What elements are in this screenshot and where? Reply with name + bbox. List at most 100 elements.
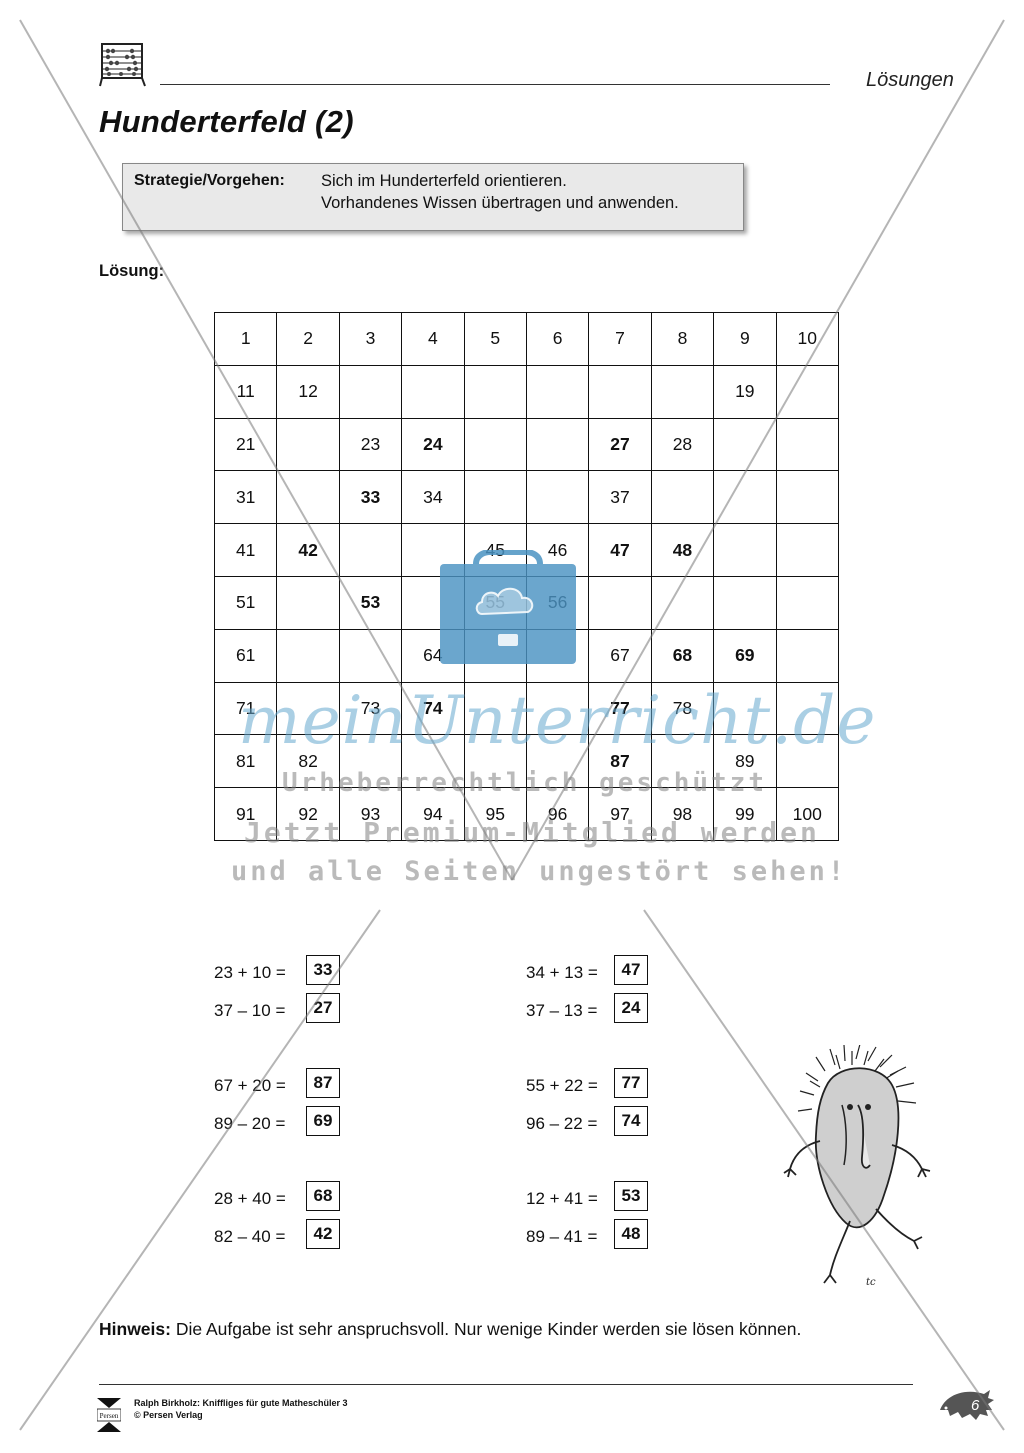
- section-tag: Lösungen: [866, 69, 954, 91]
- grid-cell: 10: [775, 312, 839, 366]
- grid-cell: [525, 470, 590, 525]
- grid-cell: [276, 417, 340, 472]
- grid-cell: [338, 628, 403, 683]
- grid-cell: [276, 470, 340, 525]
- grid-cell: [650, 470, 715, 525]
- page-number: 6: [971, 1397, 980, 1414]
- grid-cell: 7: [588, 312, 652, 366]
- grid-cell: 41: [213, 523, 278, 577]
- hint-note: Hinweis: Die Aufgabe ist sehr anspruchsv…: [99, 1319, 801, 1340]
- svg-text:tc: tc: [866, 1277, 876, 1288]
- abacus-icon: [99, 42, 147, 88]
- grid-cell: 8: [650, 312, 715, 366]
- grid-cell: [588, 575, 652, 630]
- grid-cell: [525, 364, 590, 419]
- grid-cell: 47: [588, 523, 652, 577]
- grid-cell: 34: [401, 470, 465, 525]
- footer-book-title: Ralph Birkholz: Kniffliges für gute Math…: [134, 1398, 348, 1408]
- equation-expression: 89 – 41 =: [526, 1227, 598, 1246]
- grid-cell: 4: [401, 312, 465, 366]
- hedgehog-illustration: tc: [780, 1043, 950, 1290]
- grid-cell: 6: [525, 312, 590, 366]
- grid-cell: [463, 470, 527, 525]
- grid-cell: [650, 364, 715, 419]
- grid-cell: [775, 364, 839, 419]
- page-title: Hunderterfeld (2): [99, 104, 354, 139]
- strategy-label: Strategie/Vorgehen:: [134, 172, 285, 189]
- watermark-brand: meinUnterricht.de: [238, 682, 877, 759]
- grid-cell: [775, 523, 839, 577]
- hint-text: Die Aufgabe ist sehr anspruchsvoll. Nur …: [170, 1319, 802, 1339]
- grid-cell: [775, 628, 839, 683]
- grid-cell: [338, 364, 403, 419]
- grid-cell: [775, 417, 839, 472]
- grid-cell: [775, 470, 839, 525]
- answer-box: 48: [614, 1219, 648, 1249]
- answer-box: 77: [614, 1068, 648, 1098]
- grid-cell: 61: [213, 628, 278, 683]
- grid-cell: [713, 470, 777, 525]
- equation-expression: 23 + 10 =: [214, 963, 286, 982]
- grid-cell: 24: [401, 417, 465, 472]
- equation-expression: 12 + 41 =: [526, 1189, 598, 1208]
- watermark-bag-icon: [438, 549, 578, 670]
- grid-cell: [525, 417, 590, 472]
- grid-cell: [650, 575, 715, 630]
- answer-box: 47: [614, 955, 648, 985]
- header-rule: [160, 84, 830, 85]
- grid-cell: [401, 364, 465, 419]
- equation-expression: 82 – 40 =: [214, 1227, 286, 1246]
- grid-cell: [463, 364, 527, 419]
- grid-cell: 3: [338, 312, 403, 366]
- answer-box: 68: [306, 1181, 340, 1211]
- grid-cell: 51: [213, 575, 278, 630]
- grid-cell: 53: [338, 575, 403, 630]
- strategy-text-line2: Vorhandenes Wissen übertragen und anwend…: [321, 194, 679, 212]
- strategy-box: Strategie/Vorgehen: Sich im Hunderterfel…: [122, 163, 744, 231]
- grid-cell: 9: [713, 312, 777, 366]
- grid-cell: 5: [463, 312, 527, 366]
- grid-cell: [276, 628, 340, 683]
- grid-cell: 12: [276, 364, 340, 419]
- footer-copyright: © Persen Verlag: [134, 1410, 203, 1420]
- grid-cell: 11: [213, 364, 278, 419]
- grid-cell: 42: [276, 523, 340, 577]
- publisher-logo: Persen: [96, 1398, 122, 1432]
- equation-expression: 89 – 20 =: [214, 1114, 286, 1133]
- equation-expression: 37 – 13 =: [526, 1001, 598, 1020]
- grid-cell: 28: [650, 417, 715, 472]
- publisher-logo-text: Persen: [100, 1412, 119, 1420]
- grid-cell: 31: [213, 470, 278, 525]
- answer-box: 69: [306, 1106, 340, 1136]
- answer-box: 42: [306, 1219, 340, 1249]
- equation-expression: 34 + 13 =: [526, 963, 598, 982]
- grid-cell: [713, 523, 777, 577]
- grid-cell: 37: [588, 470, 652, 525]
- equation-expression: 55 + 22 =: [526, 1076, 598, 1095]
- answer-box: 53: [614, 1181, 648, 1211]
- answer-box: 27: [306, 993, 340, 1023]
- grid-cell: [276, 575, 340, 630]
- equation-expression: 37 – 10 =: [214, 1001, 286, 1020]
- grid-cell: [713, 417, 777, 472]
- grid-cell: 68: [650, 628, 715, 683]
- grid-cell: [463, 417, 527, 472]
- grid-cell: 67: [588, 628, 652, 683]
- grid-cell: 69: [713, 628, 777, 683]
- equation-expression: 28 + 40 =: [214, 1189, 286, 1208]
- page-hedgehog-icon: [936, 1386, 996, 1422]
- watermark-line2: Jetzt Premium-Mitglied werden: [244, 816, 820, 849]
- solution-label: Lösung:: [99, 262, 165, 280]
- grid-cell: [775, 575, 839, 630]
- grid-cell: 21: [213, 417, 278, 472]
- answer-box: 33: [306, 955, 340, 985]
- grid-cell: 2: [276, 312, 340, 366]
- answer-box: 24: [614, 993, 648, 1023]
- grid-cell: 19: [713, 364, 777, 419]
- footer-rule: [99, 1384, 913, 1385]
- answer-box: 87: [306, 1068, 340, 1098]
